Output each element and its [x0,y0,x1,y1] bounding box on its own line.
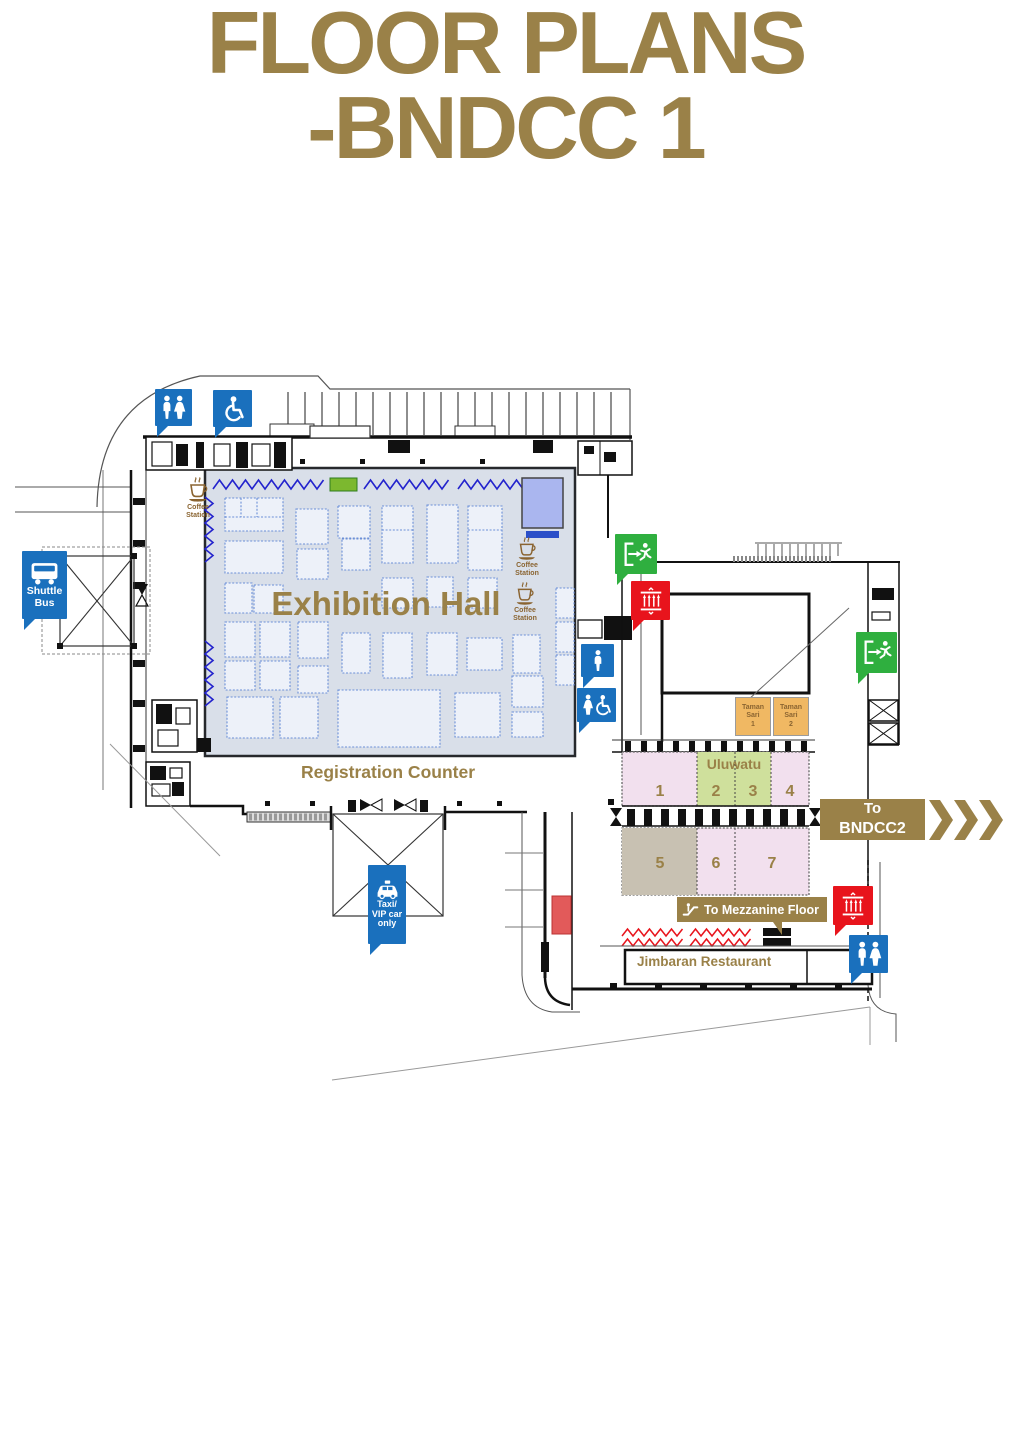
taman-sari-1-room: Taman Sari 1 [735,697,771,736]
coffee-label-line1: Coffee [514,607,536,614]
taxi-line1: Taxi/ [377,898,397,909]
taxi-icon [374,880,401,900]
taman-sari-1-line1: Taman [741,703,765,711]
to-bndcc2-banner: To BNDCC2 [820,799,925,840]
emergency-exit-tag-2 [856,632,897,684]
female-accessible-restroom-icon [581,693,613,718]
stairs-tag-2 [833,886,873,936]
restroom-tag-topleft [155,389,192,437]
coffee-label-line1: Coffee [516,562,538,569]
coffee-station-3: Coffee Station [496,581,554,623]
taman-sari-1-line2: Sari [746,712,760,720]
male-restroom-icon [588,649,608,673]
to-bndcc2-line1: To [863,800,882,818]
accessible-icon [219,395,247,423]
male-restroom-tag [581,644,614,688]
stage-and-screen [329,477,564,538]
bndcc2-chevrons [929,800,1003,840]
shuttle-bus-line1: Shuttle [26,585,63,598]
coffee-station-2: Coffee Station [498,536,556,578]
jimbaran-restaurant-label: Jimbaran Restaurant [637,954,772,969]
restroom-icon [855,940,883,968]
emergency-exit-tag-1 [615,534,657,585]
shuttle-bus-icon [29,561,60,586]
coffee-icon [185,476,211,504]
coffee-label-line2: Station [186,512,210,520]
to-mezzanine-label: To Mezzanine Floor [704,902,820,917]
taman-sari-2-room: Taman Sari 2 [773,697,809,736]
coffee-icon [515,536,539,562]
booth-outlines [224,497,575,748]
title-line2: -BNDCC 1 [307,78,706,178]
coffee-label-line2: Station [513,615,537,623]
taxi-vip-tag: Taxi/ VIP car only [368,865,406,955]
page-title: FLOOR PLANS -BNDCC 1 [0,0,1011,178]
room-4-number: 4 [785,783,795,800]
emergency-exit-icon [621,540,652,569]
taman-sari-2-line1: Taman [779,703,803,711]
accessible-tag-topleft [213,390,252,438]
taman-sari-2-line2: Sari [784,712,798,720]
room-3-number: 3 [748,783,758,800]
stairs-icon [637,586,665,616]
room-7-number: 7 [767,855,777,872]
coffee-label-line2: Station [515,570,539,578]
female-accessible-restroom-tag [577,688,616,733]
restroom-icon [160,394,187,421]
shuttle-bus-line2: Bus [34,596,55,609]
taman-sari-2-number: 2 [789,720,793,728]
coffee-label-line1: Coffee [187,504,209,511]
room-6-number: 6 [711,855,721,872]
coffee-icon [513,581,537,607]
coffee-station-1: Coffee Station [169,476,227,520]
to-bndcc2-line2: BNDCC2 [839,819,906,837]
building-walls [15,375,1003,1081]
to-mezzanine-banner: To Mezzanine Floor [677,897,827,935]
generated-decorations [203,392,860,962]
room-2-number: 2 [711,783,721,800]
exhibition-hall-label: Exhibition Hall [271,585,501,622]
title-line1: FLOOR PLANS [206,0,808,92]
taxi-line3: only [377,918,397,929]
taman-sari-1-number: 1 [751,720,755,728]
uluwatu-label: Uluwatu [706,756,762,772]
stairs-icon [839,891,867,921]
registration-counter-label: Registration Counter [300,762,476,782]
emergency-exit-icon [861,638,892,667]
room-1-number: 1 [655,783,665,800]
restroom-tag-southeast [849,935,888,984]
shuttle-bus-tag: Shuttle Bus [22,551,67,630]
stairs-tag-1 [631,581,670,631]
taxi-line2: VIP car [371,908,403,919]
escalator-icon [682,901,699,918]
room-5-number: 5 [655,855,665,872]
